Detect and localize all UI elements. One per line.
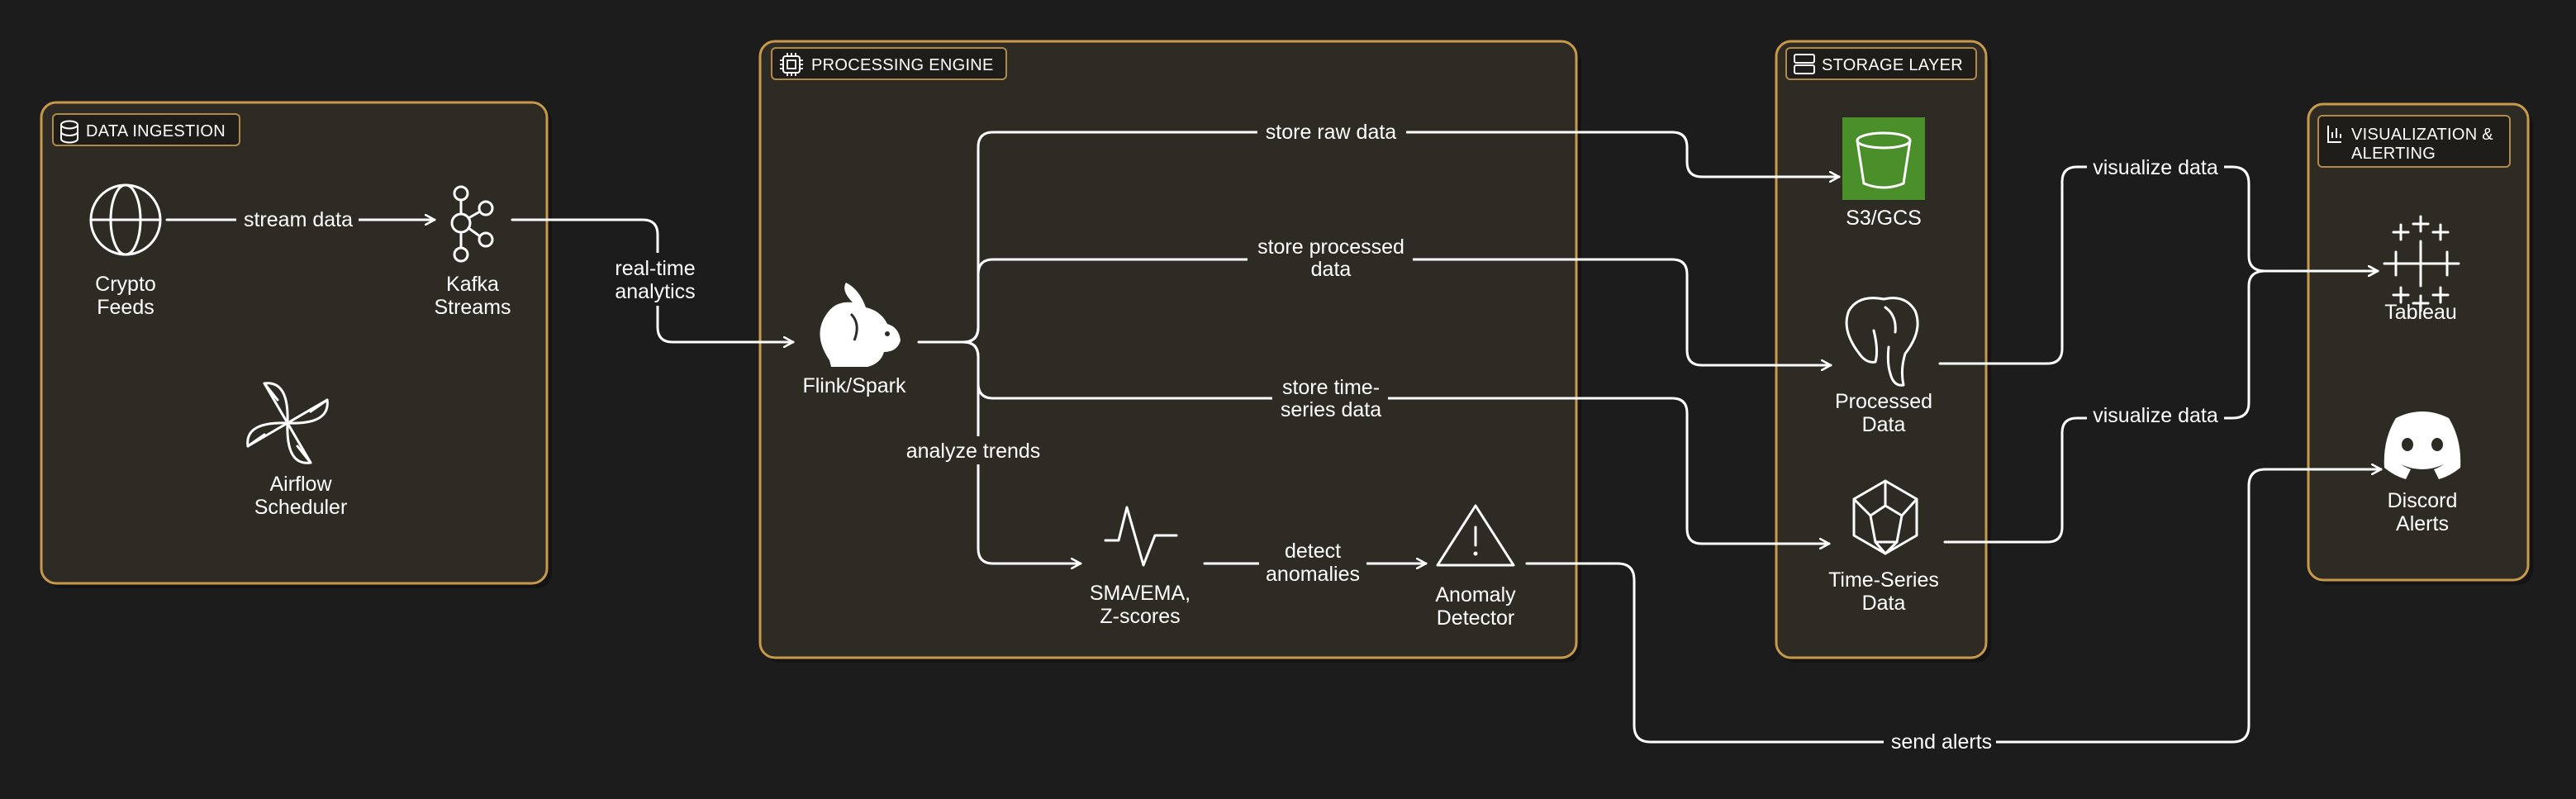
- node-label-flink: Flink/Spark: [802, 374, 906, 397]
- node-anomaly-detector[interactable]: Anomaly Detector: [1435, 504, 1516, 630]
- node-label-crypto-line2: Feeds: [97, 296, 154, 319]
- globe-icon: [89, 183, 162, 256]
- edge-analyze-trends: [962, 340, 1082, 564]
- node-label-airflow-line1: Airflow: [269, 473, 332, 496]
- group-visualization-alerting: VISUALIZATION & ALERTING: [2307, 102, 2533, 585]
- postgres-elephant-icon: [1845, 297, 1919, 387]
- airflow-pinwheel-icon: [246, 382, 329, 464]
- group-badge-storage-layer: STORAGE LAYER: [1785, 47, 1977, 80]
- edge-label-analyze-trends: analyze trends: [906, 440, 1041, 463]
- edge-labels: stream data real-time analytics store ra…: [236, 117, 2224, 755]
- edge-label-store-processed-line1: store processed: [1257, 235, 1404, 259]
- group-title-storage-layer: STORAGE LAYER: [1822, 56, 1963, 74]
- group-title-data-ingestion: DATA INGESTION: [86, 122, 226, 140]
- server-stack-icon: [1794, 54, 1815, 74]
- group-title-visualization-line1: VISUALIZATION &: [2351, 126, 2493, 144]
- node-label-tableau: Tableau: [2384, 301, 2457, 324]
- edge-label-detect-line2: anomalies: [1266, 563, 1360, 586]
- group-badge-processing-engine: PROCESSING ENGINE: [771, 47, 1007, 80]
- database-icon: [60, 120, 78, 144]
- node-label-processed-line1: Processed: [1835, 390, 1932, 413]
- discord-icon: [2384, 411, 2461, 479]
- edge-label-realtime-line2: analytics: [615, 280, 695, 303]
- node-s3-gcs[interactable]: S3/GCS: [1842, 117, 1925, 230]
- group-storage-layer: STORAGE LAYER: [1775, 40, 1991, 663]
- node-tableau[interactable]: Tableau: [2383, 215, 2460, 324]
- node-label-timeseries-line1: Time-Series: [1828, 568, 1939, 592]
- kafka-icon: [450, 185, 494, 263]
- bar-chart-icon: [2327, 126, 2341, 143]
- node-label-processed-line2: Data: [1862, 413, 1906, 436]
- tableau-icon: [2383, 215, 2460, 312]
- node-label-kafka-line1: Kafka: [446, 273, 499, 296]
- warning-triangle-icon: [1436, 504, 1515, 567]
- node-timeseries-data[interactable]: Time-Series Data: [1828, 479, 1939, 615]
- node-label-anomaly-line1: Anomaly: [1435, 583, 1516, 606]
- node-label-airflow-line2: Scheduler: [254, 496, 348, 519]
- node-label-discord-line2: Alerts: [2396, 512, 2449, 535]
- edge-label-send-alerts: send alerts: [1891, 730, 1992, 754]
- edge-label-visualize-2: visualize data: [2093, 404, 2218, 427]
- group-title-visualization-line2: ALERTING: [2351, 145, 2436, 163]
- edge-label-store-ts-line1: store time-: [1282, 376, 1380, 399]
- flink-squirrel-icon: [820, 283, 901, 367]
- node-label-sma-line2: Z-scores: [1100, 605, 1180, 628]
- edge-label-store-processed-line2: data: [1311, 258, 1352, 281]
- edge-store-processed: [962, 258, 1832, 365]
- edge-label-visualize-1: visualize data: [2093, 156, 2218, 179]
- edge-label-store-ts-line2: series data: [1281, 398, 1381, 421]
- group-title-processing-engine: PROCESSING ENGINE: [811, 56, 994, 74]
- cpu-chip-icon: [780, 53, 803, 76]
- group-processing-engine: PROCESSING ENGINE: [758, 40, 1581, 663]
- group-data-ingestion: DATA INGESTION: [40, 101, 552, 588]
- edge-label-detect-line1: detect: [1285, 540, 1341, 563]
- edge-label-store-raw: store raw data: [1266, 121, 1397, 144]
- node-discord-alerts[interactable]: Discord Alerts: [2384, 411, 2461, 535]
- node-label-discord-line1: Discord: [2388, 489, 2458, 512]
- node-sma-ema-zscores[interactable]: SMA/EMA, Z-scores: [1090, 506, 1191, 628]
- s3-bucket-icon: [1842, 117, 1925, 200]
- node-label-s3: S3/GCS: [1846, 207, 1922, 230]
- timescale-polyhedron-icon: [1852, 479, 1918, 555]
- node-processed-data[interactable]: Processed Data: [1835, 297, 1932, 436]
- node-kafka-streams[interactable]: Kafka Streams: [434, 185, 511, 319]
- group-badge-data-ingestion: DATA INGESTION: [52, 113, 240, 146]
- node-label-crypto-line1: Crypto: [95, 273, 156, 296]
- node-label-timeseries-line2: Data: [1862, 592, 1906, 615]
- edge-label-stream-data: stream data: [244, 208, 353, 231]
- node-label-kafka-line2: Streams: [434, 296, 511, 319]
- edge-label-realtime-line1: real-time: [615, 257, 695, 280]
- node-crypto-feeds[interactable]: Crypto Feeds: [89, 183, 162, 319]
- node-label-anomaly-line2: Detector: [1437, 606, 1514, 630]
- node-label-sma-line1: SMA/EMA,: [1090, 582, 1191, 605]
- node-airflow-scheduler[interactable]: Airflow Scheduler: [246, 382, 348, 519]
- activity-pulse-icon: [1104, 506, 1178, 567]
- node-flink-spark[interactable]: Flink/Spark: [802, 283, 906, 397]
- group-badge-visualization-alerting: VISUALIZATION & ALERTING: [2317, 115, 2511, 168]
